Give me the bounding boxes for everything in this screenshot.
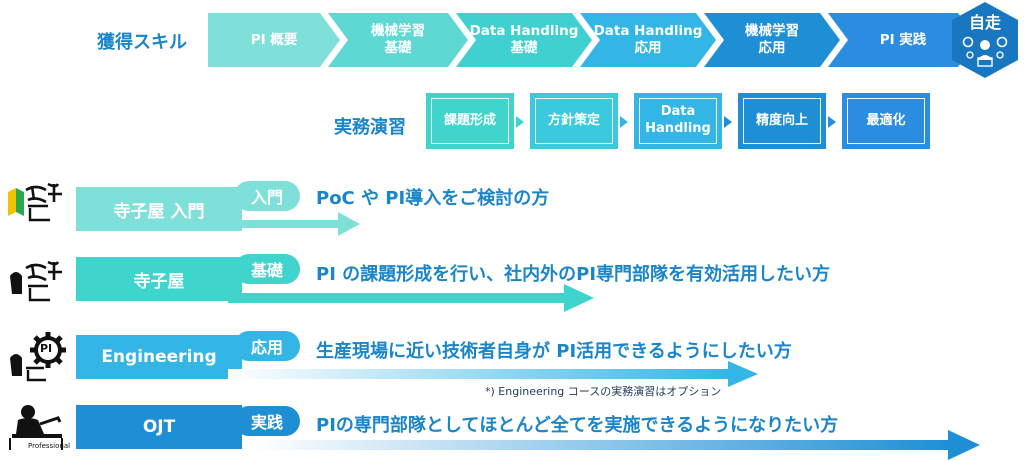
practice-task-optimization: 最適化 [842, 93, 930, 149]
course-description: PoC や PI導入をご検討の方 [316, 188, 550, 209]
level-badge-applied: 応用 [234, 331, 300, 361]
practice-task-label: 最適化 [866, 112, 906, 128]
goal-label: 自走 [968, 13, 1001, 32]
practice-task-problem-formation: 課題形成 [426, 93, 514, 149]
practice-task-label: Data Handling [645, 104, 711, 136]
professional-figure-icon [9, 405, 63, 450]
course-name: 寺子屋 入門 [113, 201, 205, 222]
level-label: 実践 [250, 413, 283, 432]
skill-step-data-handling-basics: Data Handling 基礎 [456, 13, 592, 67]
progress-arrow-practice [252, 430, 980, 460]
course-terakoya: 寺子屋 [76, 257, 242, 301]
progress-arrow-basic [228, 284, 594, 312]
skill-step-label: 機械学習 応用 [745, 23, 799, 56]
logo-text: Professional [28, 442, 71, 450]
skill-step-label: Data Handling 応用 [593, 23, 703, 56]
goal-hexagon: 自走 [950, 2, 1020, 78]
practice-arrow [516, 116, 524, 128]
skill-step-pi-overview: PI 概要 [208, 13, 340, 67]
skill-step-data-handling-applied: Data Handling 応用 [580, 13, 716, 67]
course-name: Engineering [101, 347, 217, 367]
progress-arrow-intro [230, 212, 360, 236]
course-name: OJT [142, 417, 176, 437]
course-name: 寺子屋 [133, 271, 185, 292]
engineering-note: *) Engineering コースの実務演習はオプション [485, 385, 722, 398]
ojt-logo: Professional [4, 402, 72, 454]
self-driving-icon [952, 2, 1018, 78]
practice-arrow [828, 116, 836, 128]
pi-gear-icon [10, 332, 66, 382]
course-description: 生産現場に近い技術者自身が PI活用できるようにしたい方 [316, 341, 792, 362]
practice-task-accuracy: 精度向上 [738, 93, 826, 149]
course-description: PIの専門部隊としてほとんど全てを実施できるようになりたい方 [316, 415, 839, 436]
engineering-logo: PI [4, 332, 72, 384]
course-engineering: Engineering [76, 335, 242, 379]
terakoya-intro-logo [4, 178, 72, 228]
course-terakoya-intro: 寺子屋 入門 [76, 187, 242, 231]
level-label: 入門 [250, 188, 283, 207]
practice-arrow [724, 116, 732, 128]
practice-task-label: 精度向上 [755, 112, 808, 128]
level-label: 基礎 [250, 261, 283, 280]
practice-task-label: 課題形成 [443, 112, 496, 128]
logo-text: PI [40, 342, 53, 355]
progress-arrow-applied [228, 361, 758, 387]
practice-task-policy: 方針策定 [530, 93, 618, 149]
skill-step-ml-basics: 機械学習 基礎 [328, 13, 468, 67]
level-badge-practice: 実践 [234, 406, 300, 436]
skill-step-label: PI 概要 [250, 31, 298, 48]
terakoya-figure-icon [10, 260, 62, 302]
practice-label: 実務演習 [334, 117, 406, 138]
skills-label: 獲得スキル [97, 32, 187, 53]
skill-step-label: 機械学習 基礎 [371, 23, 425, 56]
practice-task-label: 方針策定 [547, 112, 600, 128]
skill-step-ml-applied: 機械学習 応用 [704, 13, 840, 67]
skill-step-label: Data Handling 基礎 [469, 23, 579, 56]
practice-task-data-handling: Data Handling [634, 93, 722, 149]
beginner-mark-icon [8, 182, 62, 222]
level-badge-intro: 入門 [234, 181, 300, 211]
terakoya-logo [4, 256, 72, 308]
skill-step-label: PI 実践 [879, 31, 927, 48]
course-description: PI の課題形成を行い、社内外のPI専門部隊を有効活用したい方 [316, 264, 831, 285]
level-badge-basic: 基礎 [234, 254, 300, 284]
course-ojt: OJT [76, 405, 242, 449]
level-label: 応用 [250, 338, 283, 357]
practice-arrow [620, 116, 628, 128]
